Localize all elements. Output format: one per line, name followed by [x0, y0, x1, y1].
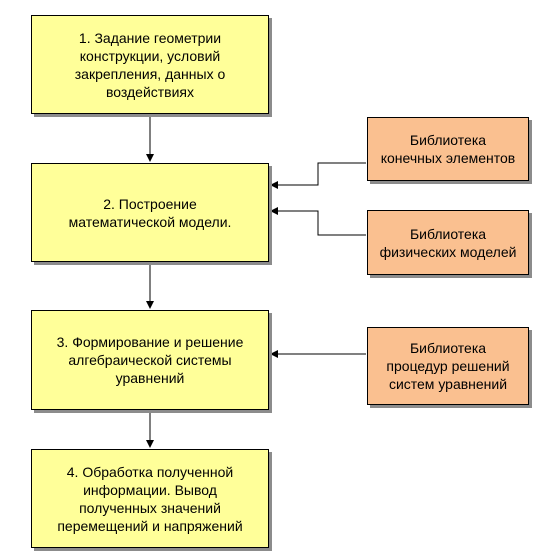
- library-finite-elements-box: Библиотека конечных элементов: [367, 117, 529, 181]
- step-2-model-box: 2. Построение математической модели.: [31, 163, 269, 262]
- arrow-lib1-to-step2: [270, 162, 366, 189]
- library-physical-models-box: Библиотека физических моделей: [367, 210, 529, 275]
- step-3-label: 3. Формирование и решение алгебраической…: [56, 334, 244, 386]
- library-3-label: Библиотека процедур решений систем уравн…: [386, 340, 510, 392]
- step-1-geometry-box: 1. Задание геометрии конструкции, услови…: [31, 15, 269, 114]
- step-3-solve-box: 3. Формирование и решение алгебраической…: [31, 310, 269, 410]
- library-solver-procedures-box: Библиотека процедур решений систем уравн…: [367, 327, 529, 405]
- step-4-label: 4. Обработка полученной информации. Выво…: [57, 463, 243, 534]
- library-1-label: Библиотека конечных элементов: [380, 132, 516, 166]
- library-2-label: Библиотека физических моделей: [379, 225, 517, 260]
- step-1-label: 1. Задание геометрии конструкции, услови…: [74, 29, 226, 100]
- step-2-label: 2. Построение математической модели.: [68, 195, 232, 230]
- arrow-lib2-to-step2: [270, 207, 366, 236]
- step-4-output-box: 4. Обработка полученной информации. Выво…: [31, 449, 269, 548]
